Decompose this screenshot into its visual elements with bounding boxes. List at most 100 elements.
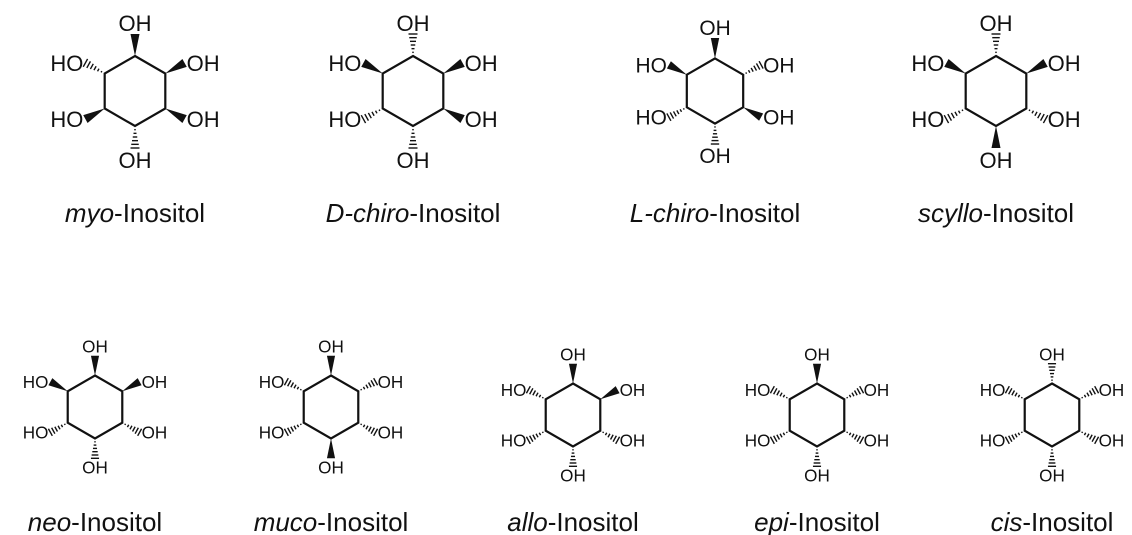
wedge-bond	[443, 108, 465, 124]
hydroxyl-label: OH	[119, 11, 152, 36]
hydroxyl-label: OH	[1039, 467, 1065, 486]
hash-bond-stroke	[1004, 385, 1010, 394]
hash-bond-stroke	[1081, 431, 1084, 434]
hash-bond-stroke	[365, 425, 369, 430]
hash-bond-stroke	[853, 434, 858, 440]
ring-bonds	[788, 382, 846, 448]
hash-bond-stroke	[848, 394, 852, 398]
hydroxyl-label: HO	[501, 431, 527, 450]
hash-bond-stroke	[1008, 435, 1013, 442]
hash-bond-stroke	[1014, 392, 1018, 397]
hash-bond-stroke	[287, 427, 292, 434]
molecule-name: muco-Inositol	[254, 507, 409, 535]
ring-bonds	[66, 374, 124, 440]
hash-bond-stroke	[859, 436, 865, 445]
hash-bond-stroke	[535, 392, 539, 397]
wedge-bond	[165, 58, 187, 74]
hash-bond-stroke	[367, 382, 372, 388]
hash-bond-stroke	[782, 432, 786, 436]
hash-bond-stroke	[89, 63, 94, 70]
hydroxyl-label: HO	[23, 373, 49, 392]
hydroxyl-label: OH	[397, 148, 430, 173]
hydroxyl-label: OH	[1099, 381, 1125, 400]
hash-bond-stroke	[851, 433, 855, 438]
hash-bond-stroke	[1017, 394, 1021, 398]
hash-bond-stroke	[63, 423, 66, 426]
hydroxyl-label: OH	[378, 423, 404, 442]
hash-bond-stroke	[848, 432, 852, 436]
hash-bond-stroke	[54, 426, 59, 432]
hash-bond-stroke	[851, 392, 855, 397]
hash-bond-stroke	[82, 58, 89, 68]
hash-bond-stroke	[853, 390, 858, 396]
isomer-suffix: -Inositol	[548, 507, 639, 535]
hydroxyl-label: OH	[864, 381, 890, 400]
hydroxyl-label: OH	[397, 11, 430, 36]
hydroxyl-label: HO	[745, 431, 771, 450]
hash-bond-stroke	[367, 426, 372, 432]
hydroxyl-label: HO	[911, 107, 944, 132]
molecule-name: allo-Inositol	[507, 507, 639, 535]
hash-bond-stroke	[947, 113, 953, 121]
hydroxyl-label: OH	[119, 148, 152, 173]
hydroxyl-label: OH	[1048, 107, 1081, 132]
hash-bond-stroke	[1011, 434, 1016, 440]
hydroxyl-label: OH	[465, 51, 498, 76]
hydroxyl-label: OH	[980, 148, 1013, 173]
ring-bonds	[381, 54, 445, 128]
isomer-suffix: -Inositol	[709, 198, 800, 228]
hash-bond-stroke	[607, 433, 611, 438]
hash-bond-stroke	[93, 65, 97, 71]
hash-bond-stroke	[679, 109, 683, 113]
hash-bond-stroke	[773, 435, 778, 442]
hash-bond-stroke	[609, 434, 614, 440]
hash-bond-stroke	[134, 427, 139, 434]
cyclohexane-ring	[964, 54, 1028, 128]
hash-bond-stroke	[954, 111, 958, 117]
hash-bond-stroke	[1091, 435, 1096, 442]
wedge-bond	[122, 378, 142, 392]
wedge-bond	[812, 363, 822, 384]
isomer-suffix: -Inositol	[317, 507, 408, 535]
wedge-bond	[600, 386, 620, 400]
hash-bond-stroke	[525, 436, 531, 445]
wedge-bond	[326, 355, 336, 376]
hash-bond-stroke	[776, 390, 781, 396]
hash-bond-stroke	[299, 423, 302, 426]
molecule-name: epi-Inositol	[754, 507, 880, 535]
cyclohexane-ring	[685, 57, 745, 125]
hash-bond-stroke	[1014, 433, 1018, 438]
hash-bond-stroke	[753, 65, 758, 71]
hydroxyl-label: OH	[82, 459, 108, 478]
hydroxyl-label: HO	[259, 373, 285, 392]
hash-bond-stroke	[1028, 109, 1031, 112]
hydroxyl-label: HO	[50, 107, 83, 132]
hash-bond-stroke	[283, 377, 289, 386]
wedge-bond	[130, 34, 140, 56]
hash-bond-stroke	[961, 109, 964, 112]
hash-bond-stroke	[365, 384, 369, 389]
hash-bond-stroke	[602, 431, 605, 434]
hash-bond-stroke	[943, 114, 950, 124]
hash-bond-stroke	[129, 425, 133, 430]
hash-bond-stroke	[1088, 390, 1093, 396]
hash-bond-stroke	[290, 382, 295, 388]
hydroxyl-label: OH	[1039, 346, 1065, 365]
hash-bond-stroke	[283, 428, 289, 437]
hash-bond-stroke	[669, 112, 675, 119]
hydroxyl-label: HO	[745, 381, 771, 400]
hash-bond-stroke	[1083, 432, 1087, 436]
cyclohexane-ring	[1023, 382, 1081, 448]
hash-bond-stroke	[785, 396, 788, 399]
ring-bonds	[1023, 382, 1081, 448]
isomer-prefix: muco	[254, 507, 318, 535]
hash-bond-stroke	[846, 396, 849, 399]
hash-bond-stroke	[747, 69, 751, 73]
wedge-bond	[165, 108, 187, 124]
hash-bond-stroke	[529, 435, 534, 442]
wedge-bond	[326, 438, 336, 459]
hash-bond-stroke	[541, 396, 544, 399]
hash-bond-stroke	[1086, 433, 1090, 438]
